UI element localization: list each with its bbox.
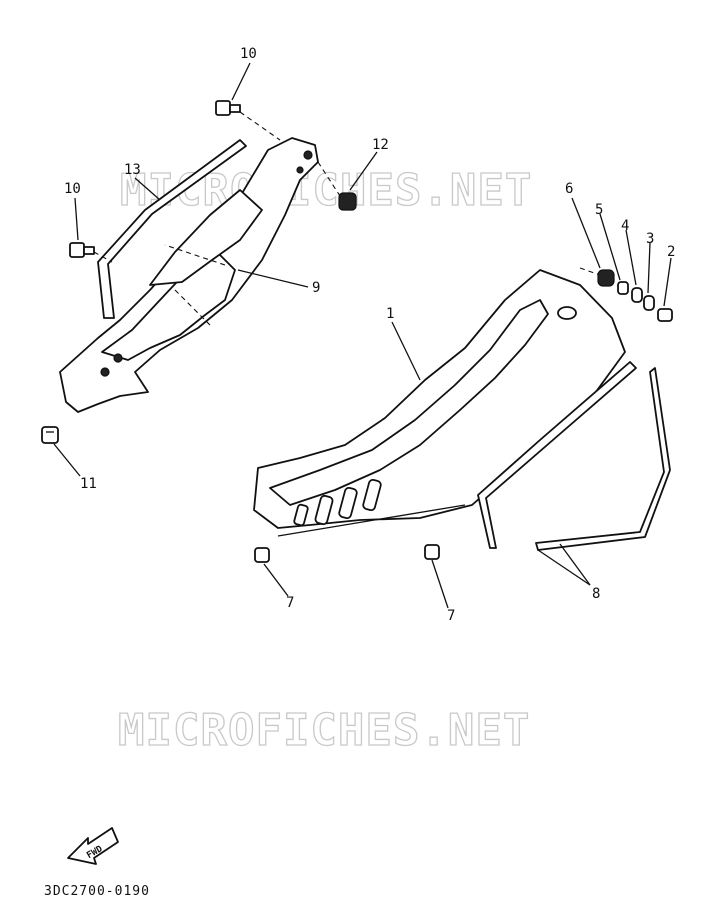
hardware-stack (579, 267, 673, 322)
grommet-7-right (424, 544, 440, 560)
callout-10-left: 10 (64, 181, 81, 197)
left-trim-strip (97, 139, 247, 319)
diagram-code: 3DC2700-0190 (44, 884, 150, 899)
callout-7-left: 7 (286, 595, 294, 611)
callout-8: 8 (592, 586, 600, 602)
grommet-11 (41, 426, 59, 444)
callout-7-right: 7 (447, 608, 455, 624)
callout-4: 4 (621, 218, 629, 234)
right-trim-strip (477, 361, 671, 551)
callout-12: 12 (372, 137, 389, 153)
watermark-bottom: MICROFICHES.NET (118, 705, 530, 756)
grommet-7-left (254, 547, 270, 563)
left-side-cover (59, 137, 319, 413)
grommet-12 (317, 161, 357, 211)
forward-arrow-icon: FWD (67, 827, 119, 865)
callout-3: 3 (646, 231, 654, 247)
right-side-cover (253, 269, 626, 537)
callout-10-upper: 10 (240, 46, 257, 62)
callout-2: 2 (667, 244, 675, 260)
callout-13: 13 (124, 162, 141, 178)
callout-9: 9 (312, 280, 320, 296)
leader-lines (53, 62, 672, 609)
callout-1: 1 (386, 306, 394, 322)
bolt-10-upper (215, 100, 281, 141)
callout-5: 5 (595, 202, 603, 218)
bolt-10-left (69, 242, 113, 263)
callout-6: 6 (565, 181, 573, 197)
callout-11: 11 (80, 476, 97, 492)
